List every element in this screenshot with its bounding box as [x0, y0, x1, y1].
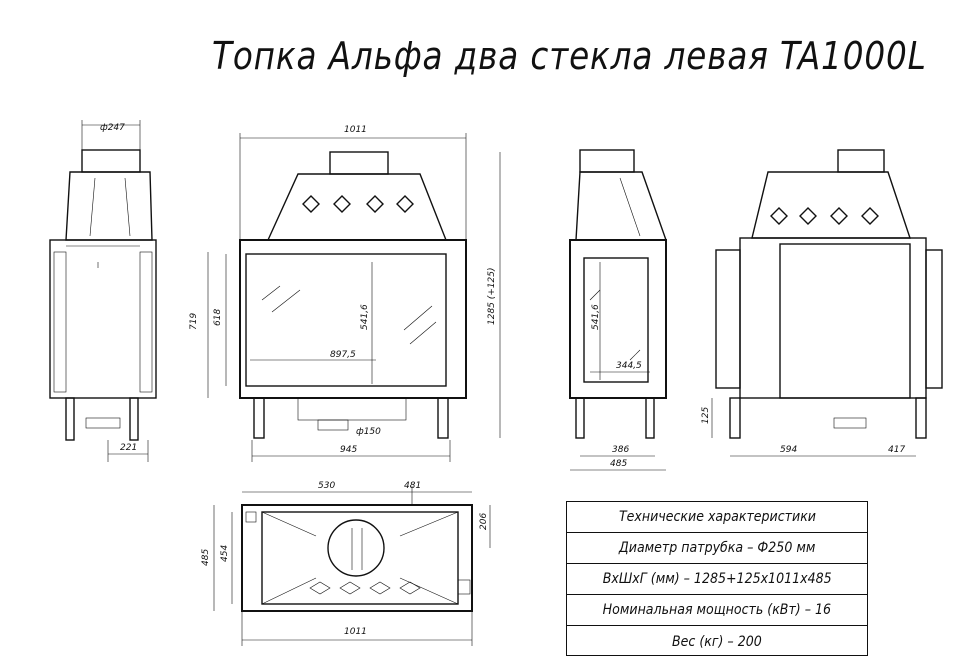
side-view-left: ф247 221: [49, 120, 157, 462]
dim-label: 386: [612, 445, 629, 455]
dim-label: 344,5: [616, 361, 642, 371]
specs-row: ВхШхГ (мм) – 1285+125x1011x485: [567, 564, 867, 595]
flue-pipe: [579, 149, 635, 173]
specs-row: Диаметр патрубка – Ф250 мм: [567, 533, 867, 564]
firebox-frame: [239, 239, 467, 399]
top-view: 530 481 206 485 454 1011: [201, 481, 491, 646]
leg: [253, 397, 265, 439]
flue-pipe: [329, 151, 389, 175]
dim-label: 719: [189, 313, 199, 330]
dim-label: ф150: [356, 427, 381, 437]
specs-table: Технические характеристики Диаметр патру…: [566, 501, 868, 656]
flue-opening: [327, 519, 385, 577]
dim-label: 206: [479, 513, 489, 530]
dim-label: 618: [213, 309, 223, 326]
dim-label: 594: [780, 445, 797, 455]
specs-row: Номинальная мощность (кВт) – 16: [567, 595, 867, 626]
top-outline: [241, 504, 473, 612]
dim-label: 454: [220, 545, 230, 562]
front-view: 1011 719 618 541,6 897,5 1285 (+125) ф15…: [189, 125, 501, 462]
dim-label: 485: [201, 549, 211, 566]
dim-label: 485: [610, 459, 627, 469]
leg: [645, 397, 655, 439]
dim-label: 1011: [344, 627, 367, 637]
hood: [266, 173, 448, 241]
dim-label: 221: [120, 443, 137, 453]
firebox-body: [569, 239, 667, 399]
leg: [915, 397, 927, 439]
hood: [65, 171, 153, 241]
hood: [575, 171, 667, 241]
leg: [65, 397, 75, 441]
flue-pipe: [81, 149, 141, 173]
hood-vents: [302, 195, 414, 213]
hood: [751, 171, 911, 239]
hood-vents: [770, 207, 879, 225]
dim-label: 945: [340, 445, 357, 455]
dim-label: 417: [888, 445, 905, 455]
dim-label: 1011: [344, 125, 367, 135]
leg: [575, 397, 585, 439]
leg: [437, 397, 449, 439]
dim-label: 897,5: [330, 350, 356, 360]
specs-header: Технические характеристики: [567, 502, 867, 533]
dim-label: 530: [318, 481, 335, 491]
side-view-right: 541,6 344,5 386 485: [569, 149, 667, 471]
leg: [129, 397, 139, 441]
back-view: 125 594 417: [701, 149, 943, 457]
dim-label: 125: [701, 407, 711, 424]
dim-label: 1285 (+125): [487, 267, 497, 325]
firebox-body: [49, 239, 157, 399]
leg: [729, 397, 741, 439]
side-glass: [583, 257, 649, 383]
dim-label: 541,6: [591, 304, 601, 330]
glass-door: [245, 253, 447, 387]
dim-label: ф247: [100, 123, 125, 133]
firebox-body: [739, 237, 927, 399]
dim-label: 481: [404, 481, 421, 491]
top-vents: [309, 581, 421, 595]
specs-row: Вес (кг) – 200: [672, 633, 762, 650]
flue-pipe: [837, 149, 885, 173]
dim-label: 541,6: [360, 304, 370, 330]
